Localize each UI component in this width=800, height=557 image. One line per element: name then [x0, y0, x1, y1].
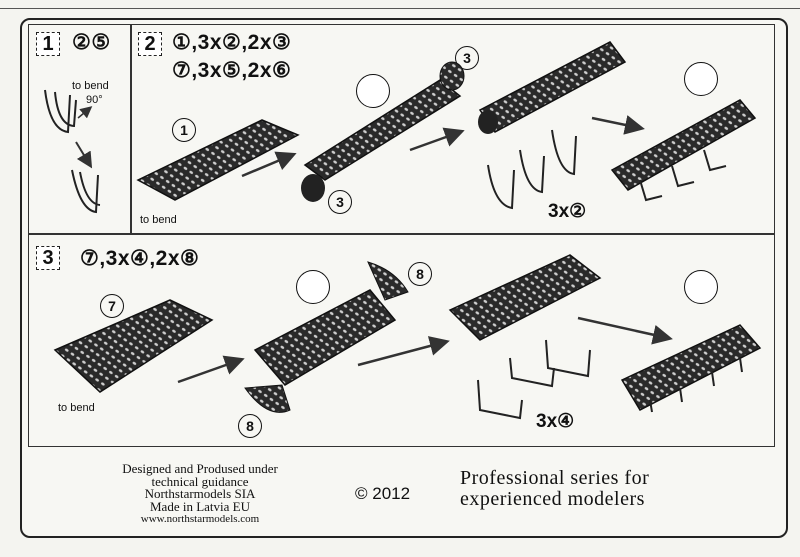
- glue-icon: [684, 270, 718, 304]
- step-3-part-8-callout: 8: [408, 262, 432, 286]
- credits-url: www.northstarmodels.com: [140, 513, 260, 525]
- slogan-line-2: experienced modelers: [460, 488, 645, 510]
- step-1-angle-label: 90°: [86, 94, 103, 106]
- step-2-bend-label: to bend: [140, 214, 177, 226]
- step-3-quantity-label: 3x④: [536, 411, 575, 432]
- slogan-line-1: Professional series for: [460, 467, 650, 489]
- step-2-parts-line-2: ⑦,3x⑤,2x⑥: [172, 59, 292, 82]
- step-3-parts: ⑦,3x④,2x⑧: [80, 247, 200, 270]
- step-1-panel: [28, 24, 132, 234]
- glue-icon: [296, 270, 330, 304]
- copyright-text: © 2012: [355, 484, 411, 503]
- step-2-panel: [130, 24, 775, 234]
- step-1-bracket-drawing: [44, 89, 101, 214]
- credits-line-4: Made in Latvia EU: [150, 498, 250, 514]
- step-3-bend-label: to bend: [58, 402, 95, 414]
- footer-credits: Designed and Prodused under technical gu…: [70, 461, 330, 526]
- top-border-line: [0, 0, 800, 9]
- step-2-quantity-label: 3x②: [548, 201, 587, 222]
- step-1-parts: ②⑤: [72, 31, 111, 54]
- step-2-parts-line-1: ①,3x②,2x③: [172, 31, 292, 54]
- step-3-panel: [28, 234, 775, 447]
- glue-icon: [356, 74, 390, 108]
- credits-line-1: Designed and Prodused under: [122, 461, 278, 476]
- step-1-bend-label: to bend: [72, 80, 109, 92]
- step-3-number: 3: [36, 246, 60, 270]
- step-2-part-3-callout-lower: 3: [328, 190, 352, 214]
- step-2-part-1-callout: 1: [172, 118, 196, 142]
- credits-line-3: Northstarmodels SIA: [144, 486, 256, 501]
- credits-line-2: technical guidance: [151, 473, 249, 489]
- slogan: Professional series for experienced mode…: [460, 468, 649, 510]
- step-2-number: 2: [138, 32, 162, 56]
- glue-icon: [684, 62, 718, 96]
- step-1-number: 1: [36, 32, 60, 56]
- step-3-part-7-callout: 7: [100, 294, 124, 318]
- step-3-part-8-callout-lower: 8: [238, 414, 262, 438]
